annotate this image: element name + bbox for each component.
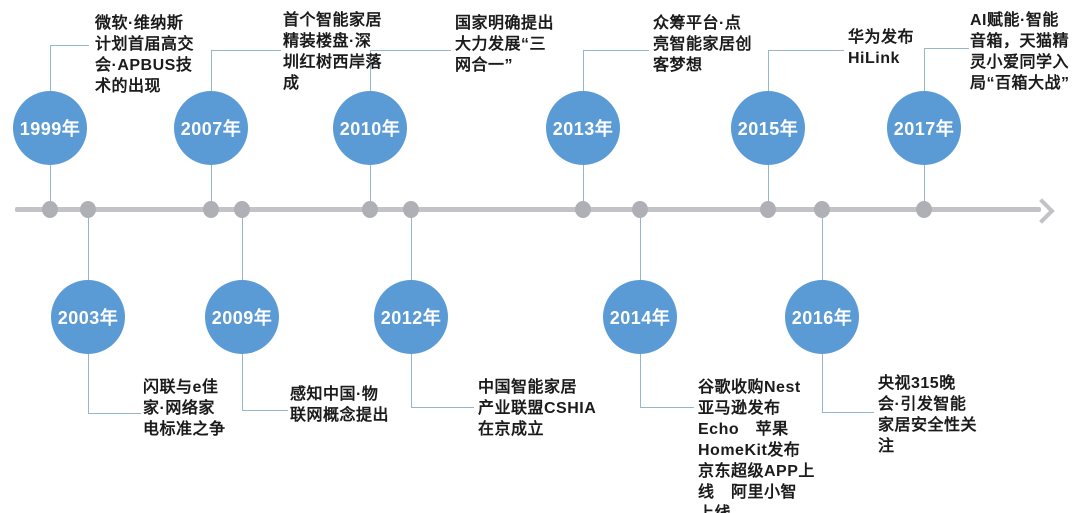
connector-elbow — [50, 45, 89, 92]
connector-elbow — [88, 354, 141, 414]
timeline-dot — [203, 201, 219, 218]
timeline-dot — [234, 201, 250, 218]
year-label: 2007年 — [180, 119, 242, 139]
timeline-dot — [916, 201, 932, 218]
connector-stem — [50, 164, 51, 209]
connector-stem — [583, 164, 584, 209]
arrow-right-icon — [1029, 198, 1055, 224]
connector-elbow — [370, 50, 451, 92]
year-circle-2015: 2015年 — [731, 91, 805, 165]
connector-stem — [242, 212, 243, 280]
connector-stem — [924, 164, 925, 209]
connector-elbow — [768, 50, 844, 92]
connector-stem — [411, 212, 412, 280]
timeline-dot — [814, 201, 830, 218]
event-description: 谷歌收购Nest 亚马逊发布 Echo 苹果 HomeKit发布 京东超级APP… — [698, 379, 815, 513]
event-description: 国家明确提出 大力发展“三 网合一” — [455, 15, 555, 74]
timeline-dot — [362, 201, 378, 218]
timeline-dot — [42, 201, 58, 218]
timeline-dot — [403, 201, 419, 218]
event-description: 感知中国·物 联网概念提出 — [290, 386, 390, 424]
connector-stem — [88, 212, 89, 280]
year-circle-2010: 2010年 — [333, 91, 407, 165]
connector-stem — [640, 212, 641, 280]
event-description: 微软·维纳斯 计划首届高交 会·APBUS技 术的出现 — [95, 15, 195, 95]
year-label: 2010年 — [339, 119, 401, 139]
connector-stem — [822, 212, 823, 280]
event-description: 央视315晚 会·引发智能 家居安全性关 注 — [878, 375, 978, 455]
year-label: 2013年 — [552, 119, 614, 139]
year-circle-2013: 2013年 — [546, 91, 620, 165]
connector-elbow — [411, 354, 474, 408]
event-description: 华为发布 HiLink — [848, 29, 915, 67]
connector-stem — [370, 164, 371, 209]
timeline-dot — [575, 201, 591, 218]
year-label: 2003年 — [57, 308, 119, 328]
event-description: 中国智能家居 产业联盟CSHIA 在京成立 — [478, 379, 597, 438]
timeline-axis — [15, 207, 1041, 212]
connector-elbow — [583, 50, 649, 92]
year-circle-2009: 2009年 — [205, 280, 279, 354]
year-label: 2012年 — [380, 308, 442, 328]
year-circle-2017: 2017年 — [887, 91, 961, 165]
event-description: 首个智能家居 精装楼盘·深 圳红树西岸落 成 — [283, 12, 383, 92]
connector-elbow — [924, 48, 969, 92]
event-description: 众筹平台·点 亮智能家居创 客梦想 — [653, 15, 753, 74]
year-circle-2016: 2016年 — [785, 280, 859, 354]
connector-stem — [211, 164, 212, 209]
timeline-dot — [80, 201, 96, 218]
year-label: 2017年 — [893, 119, 955, 139]
event-description: 闪联与e佳 家·网络家 电标准之争 — [143, 379, 226, 438]
year-circle-2012: 2012年 — [374, 280, 448, 354]
timeline-dot — [632, 201, 648, 218]
timeline-dot — [760, 201, 776, 218]
year-label: 2009年 — [211, 308, 273, 328]
connector-stem — [768, 164, 769, 209]
year-label: 1999年 — [19, 119, 81, 139]
event-description: AI赋能·智能 音箱，天猫精 灵小爱同学入 局“百箱大战” — [970, 12, 1070, 92]
connector-elbow — [640, 354, 694, 408]
year-circle-1999: 1999年 — [13, 91, 87, 165]
connector-elbow — [822, 354, 874, 413]
year-label: 2015年 — [737, 119, 799, 139]
year-circle-2003: 2003年 — [51, 280, 125, 354]
connector-elbow — [242, 354, 288, 411]
connector-elbow — [211, 50, 281, 92]
year-circle-2014: 2014年 — [603, 280, 677, 354]
year-circle-2007: 2007年 — [174, 91, 248, 165]
year-label: 2016年 — [791, 308, 853, 328]
year-label: 2014年 — [609, 308, 671, 328]
